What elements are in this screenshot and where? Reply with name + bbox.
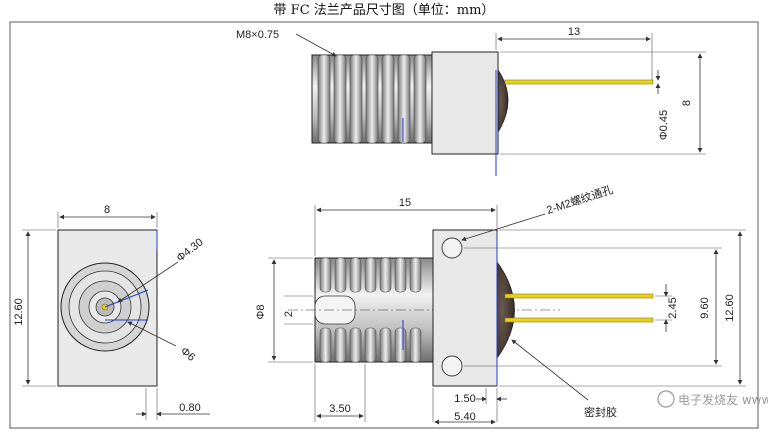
dim-height-top: 8 <box>681 100 693 106</box>
watermark: 电子发烧友 www.elecfans.com <box>657 390 768 408</box>
watermark-text: 电子发烧友 www.elecfans.com <box>678 392 768 407</box>
dim-dia-front: Φ8 <box>255 305 267 320</box>
dim-height-front: 12.60 <box>724 294 736 322</box>
watermark-logo-icon <box>657 390 675 408</box>
front-view: 15 2-M2螺纹通孔 Φ8 2 2.45 9.60 12.60 <box>255 182 746 425</box>
dim-width-side: 8 <box>104 204 110 216</box>
dim-thread-len: 3.50 <box>329 403 350 415</box>
dim-flange-thk: 1.50 <box>454 393 475 405</box>
mount-hole-bottom <box>441 355 463 377</box>
front-thread-ridges <box>319 257 422 363</box>
dim-pin-pitch: 2.45 <box>667 297 679 318</box>
top-view: M8×0.75 13 8 Φ0.45 <box>236 26 706 176</box>
dim-dia-large: Φ6 <box>178 345 197 364</box>
dim-dia-small: Φ4.30 <box>174 236 205 264</box>
flange-block <box>431 51 499 155</box>
signal-pin <box>504 79 654 85</box>
thread-ridges <box>317 54 427 144</box>
side-view: 8 12.60 Φ4.30 Φ6 0.80 <box>13 204 210 420</box>
dim-inner: 2 <box>283 311 295 317</box>
dim-flange-total: 5.40 <box>454 411 475 423</box>
dim-length-top: 13 <box>568 26 580 38</box>
dim-hole-pitch: 9.60 <box>699 297 711 318</box>
dim-offset: 0.80 <box>179 402 200 414</box>
glue-label: 密封胶 <box>584 405 617 419</box>
dim-pin-dia: Φ0.45 <box>658 110 670 140</box>
drawing-frame <box>9 21 759 429</box>
pin-lower <box>504 317 654 323</box>
lens-dome <box>497 68 509 134</box>
pin-upper <box>504 293 654 299</box>
page-title: 带 FC 法兰产品尺寸图（单位：mm） <box>274 3 495 18</box>
hole-label: 2-M2螺纹通孔 <box>545 182 615 217</box>
dim-height-side: 12.60 <box>13 298 25 326</box>
dim-length-front: 15 <box>399 197 411 209</box>
front-lens <box>496 260 515 360</box>
thread-label: M8×0.75 <box>236 29 279 41</box>
mount-hole-top <box>441 237 463 259</box>
